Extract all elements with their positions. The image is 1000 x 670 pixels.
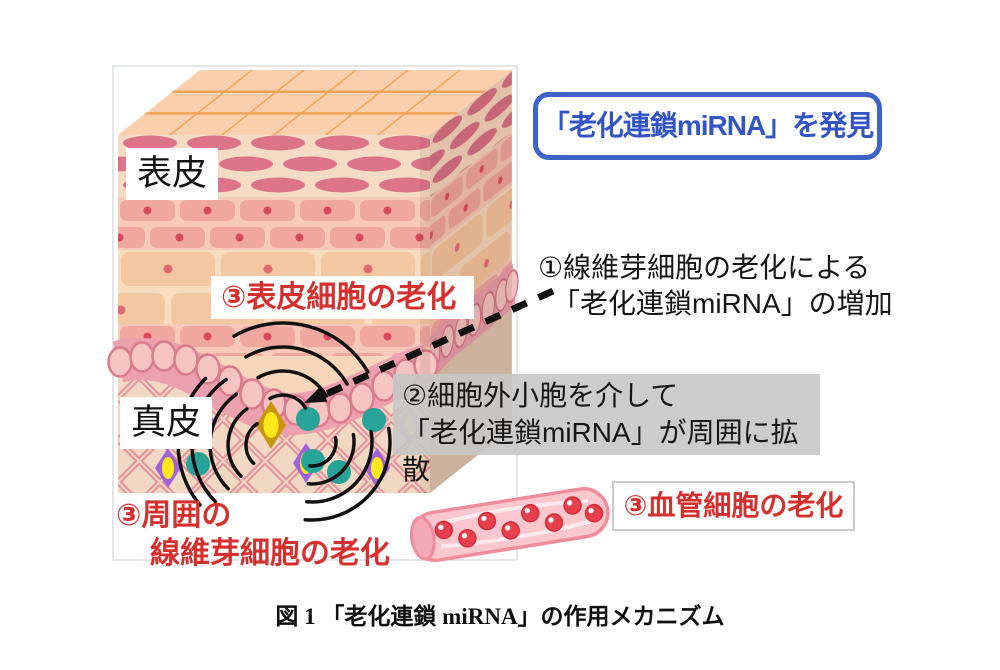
discovery-badge-text: 「老化連鎖miRNA」を発見 xyxy=(541,110,874,141)
step1-annotation: ①線維芽細胞の老化による 「老化連鎖miRNA」の増加 xyxy=(538,250,893,322)
figure-caption: 図 1 「老化連鎖 miRNA」の作用メカニズム xyxy=(0,597,1000,631)
dermis-label-text: 真皮 xyxy=(131,403,202,442)
surrounding-aging-label: ③周囲の 線維芽細胞の老化 xyxy=(116,497,390,573)
signal-waves-down xyxy=(303,426,392,522)
dashed-arrow xyxy=(304,287,555,403)
step2-line1: ②細胞外小胞を介して xyxy=(402,380,679,411)
step2-annotation-box: ②細胞外小胞を介して 「老化連鎖miRNA」が周囲に拡散 xyxy=(393,374,820,485)
epidermal-aging-text: ③表皮細胞の老化 xyxy=(221,281,457,314)
fibroblast-icon xyxy=(155,448,181,488)
surrounding-aging-line2: 線維芽細胞の老化 xyxy=(150,537,390,570)
surrounding-aging-line1: ③周囲の xyxy=(116,499,232,532)
vesicle-dot xyxy=(301,449,325,473)
epidermal-aging-label: ③表皮細胞の老化 xyxy=(211,276,474,319)
vesicle-dot xyxy=(296,407,320,431)
epidermis-label: 表皮 xyxy=(126,148,219,200)
discovery-badge: 「老化連鎖miRNA」を発見 xyxy=(533,92,882,160)
figure-frame xyxy=(112,65,518,561)
red-blood-cells xyxy=(434,496,604,548)
dermis-label: 真皮 xyxy=(120,397,213,449)
figure-caption-text: 図 1 「老化連鎖 miRNA」の作用メカニズム xyxy=(275,604,725,629)
step1-line1: ①線維芽細胞の老化による xyxy=(538,252,871,283)
vesicle-dot xyxy=(362,408,386,432)
blood-vessel-icon xyxy=(409,487,610,562)
epidermis-cell-layer xyxy=(118,197,430,250)
step1-line2: 「老化連鎖miRNA」の増加 xyxy=(552,288,893,319)
skin-top-face xyxy=(118,70,513,135)
vessel-aging-label-box: ③血管細胞の老化 xyxy=(612,481,855,531)
vessel-aging-text: ③血管細胞の老化 xyxy=(623,490,844,521)
epidermis-label-text: 表皮 xyxy=(137,154,208,193)
basal-cells xyxy=(107,340,439,428)
senescent-fibroblast-icon xyxy=(256,401,286,449)
step2-line2: 「老化連鎖miRNA」が周囲に拡散 xyxy=(402,417,799,485)
